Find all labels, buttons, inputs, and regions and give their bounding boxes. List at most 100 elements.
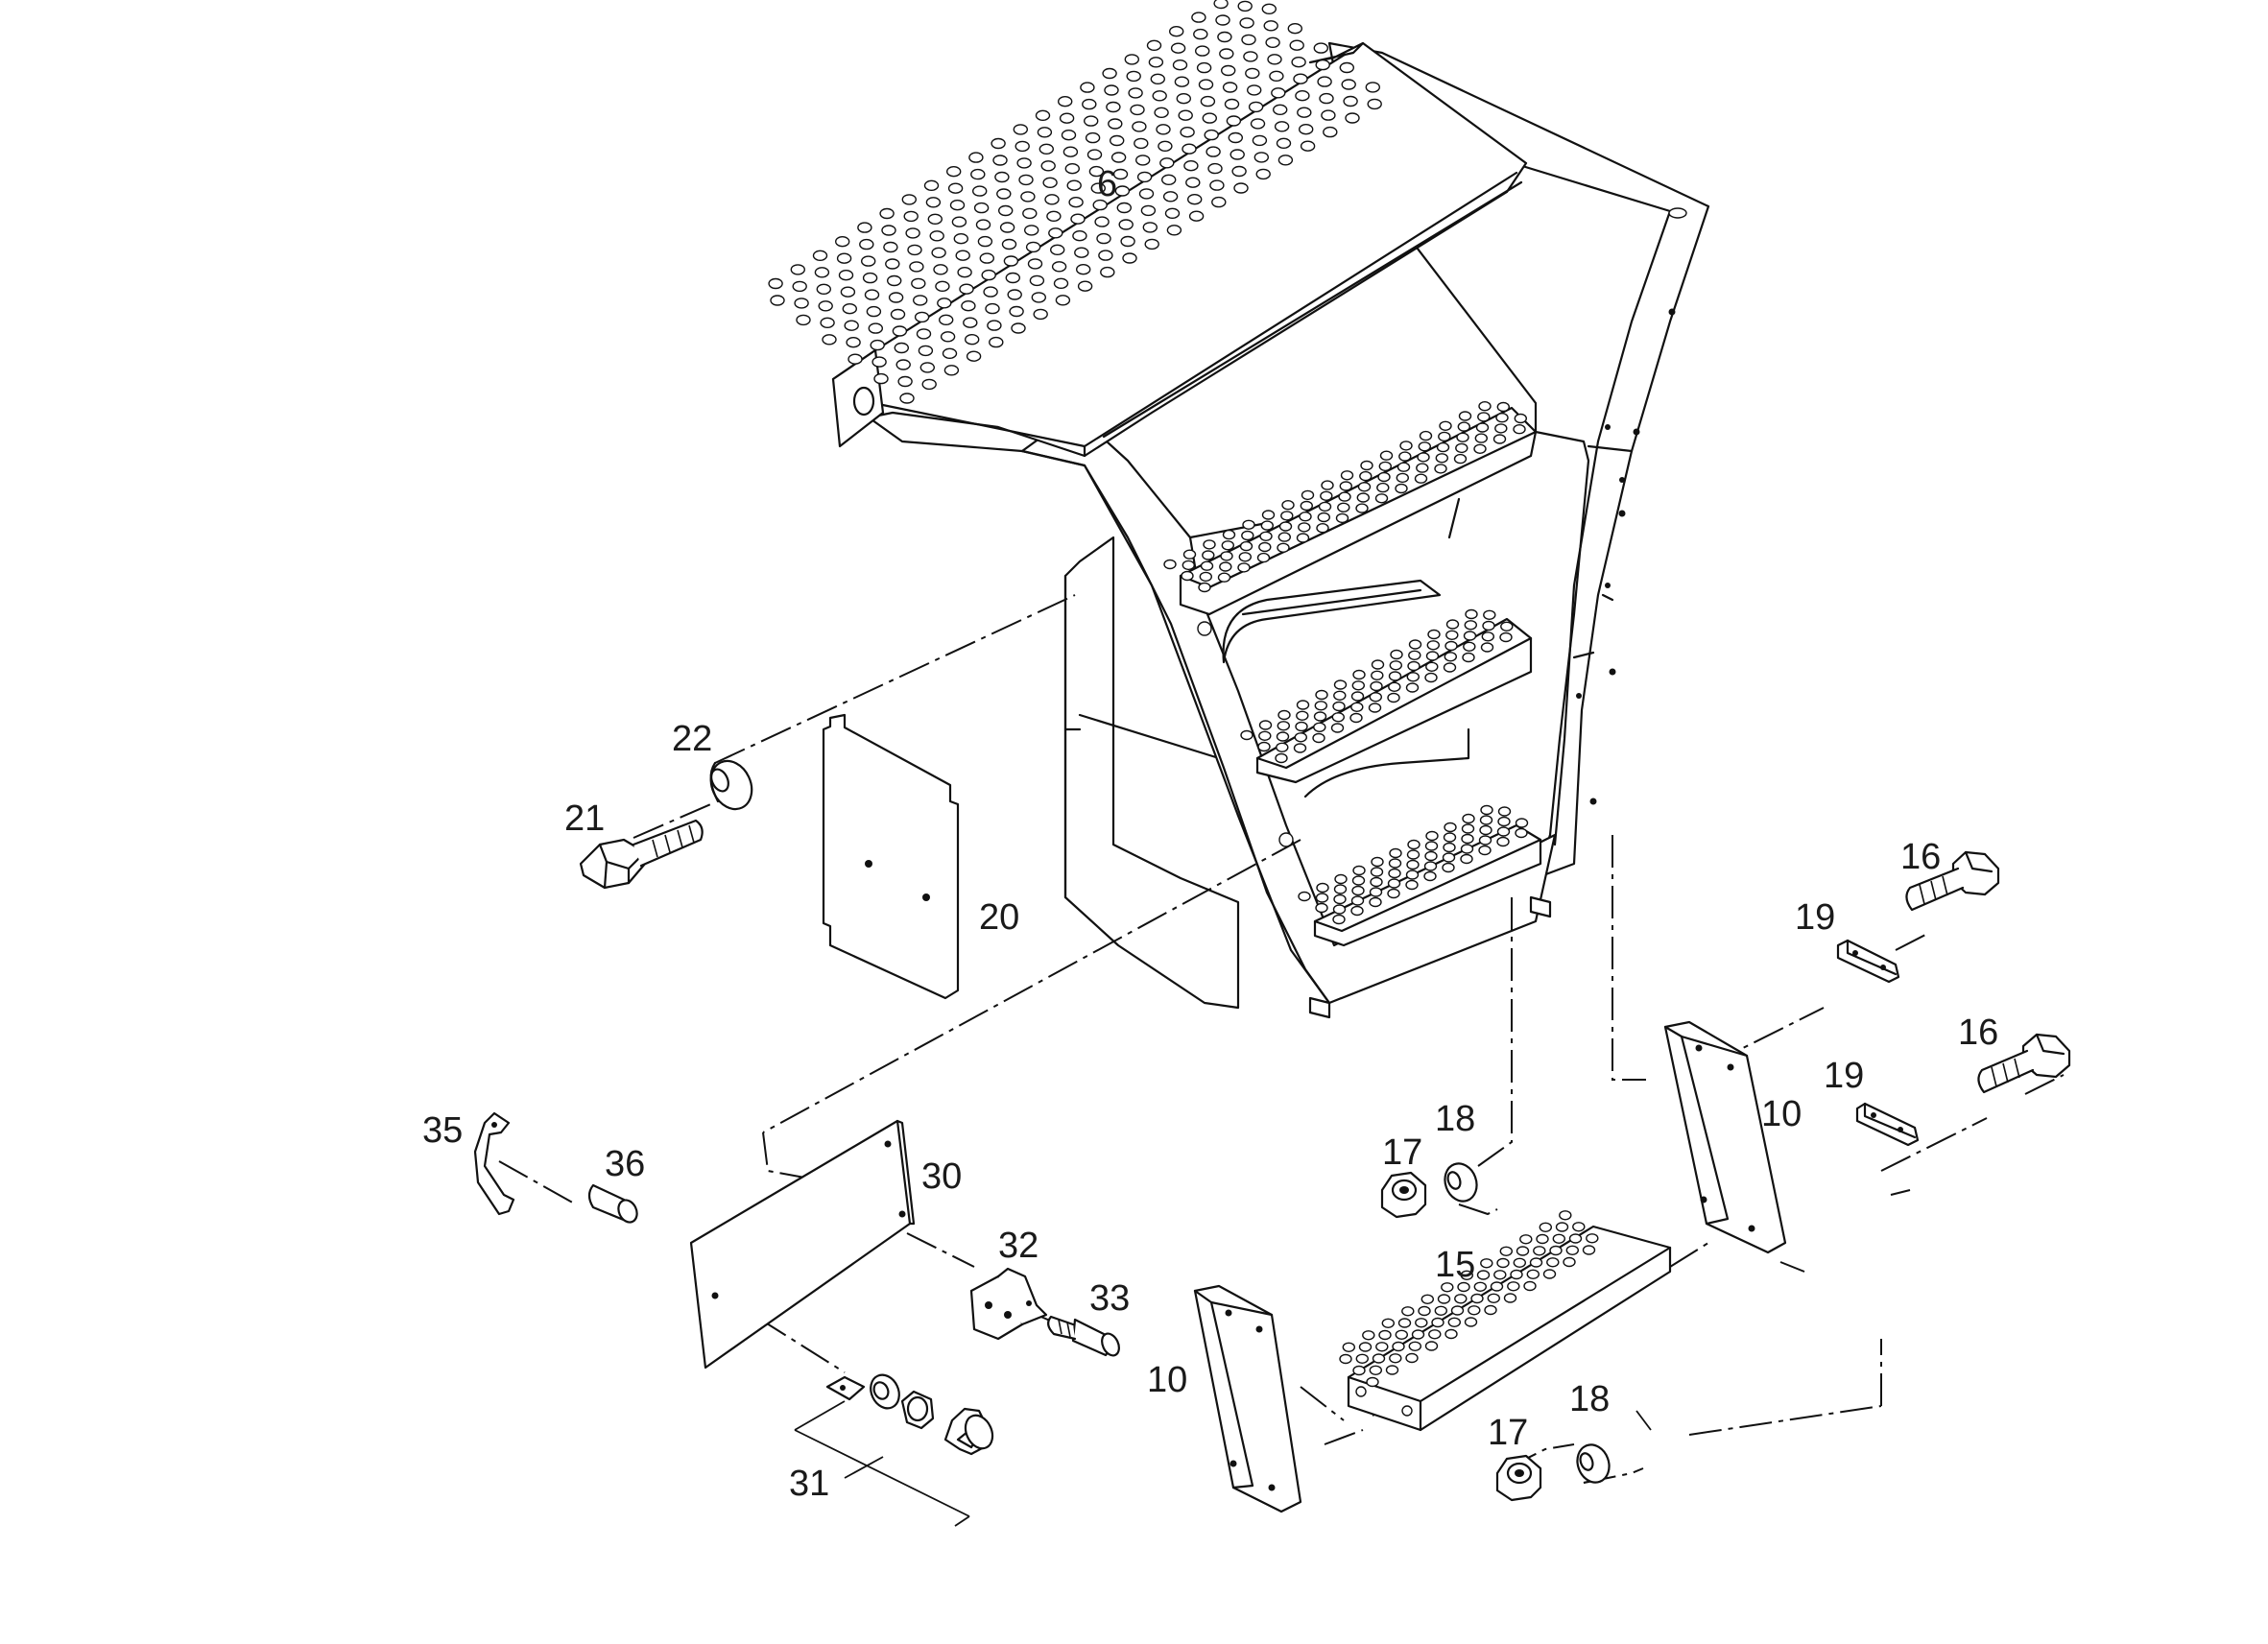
perforation-hole	[1463, 641, 1476, 652]
perforation-hole	[1356, 492, 1371, 503]
perforation-hole	[916, 328, 932, 340]
perforation-hole	[1332, 914, 1346, 925]
perforation-hole	[983, 286, 998, 298]
perforation-hole	[1439, 420, 1452, 431]
perforation-hole	[1499, 1246, 1514, 1257]
perforation-hole	[1037, 127, 1053, 138]
perforation-hole	[1355, 503, 1369, 513]
perforation-hole	[1219, 48, 1234, 60]
perforation-hole	[1345, 112, 1360, 124]
perforation-hole	[1377, 471, 1391, 483]
perforation-hole	[1370, 680, 1383, 692]
perforation-hole	[1222, 529, 1236, 540]
plate-10-right	[1663, 1020, 1787, 1254]
perforation-hole	[1389, 660, 1403, 671]
perforation-hole	[961, 300, 976, 312]
perforation-hole	[1242, 519, 1255, 530]
perforation-hole	[1408, 639, 1422, 650]
perforation-hole	[1277, 532, 1292, 542]
perforation-hole	[1397, 1318, 1412, 1328]
perforation-hole	[1011, 322, 1026, 334]
perforation-hole	[1456, 432, 1469, 442]
perforation-hole	[1186, 193, 1203, 205]
perforation-hole	[1299, 512, 1312, 522]
perforation-hole	[1207, 162, 1223, 175]
perforation-hole	[862, 272, 878, 284]
perforation-hole	[1134, 137, 1149, 150]
callout-leaders	[794, 1400, 1652, 1527]
perforation-hole	[1294, 732, 1308, 743]
perforation-hole	[1188, 210, 1205, 222]
strip-19-upper	[1836, 939, 1900, 984]
perforation-hole	[1337, 502, 1350, 512]
perforation-hole	[965, 334, 980, 345]
perforation-hole	[1496, 826, 1511, 837]
perforation-hole	[1464, 1317, 1478, 1327]
perforation-hole	[959, 283, 974, 295]
perforation-hole	[1200, 95, 1216, 107]
perforation-hole	[1411, 1329, 1425, 1340]
perforation-hole	[1351, 875, 1366, 886]
perforation-hole	[1378, 1329, 1392, 1341]
perforation-hole	[1318, 501, 1332, 512]
perforation-hole	[1152, 90, 1167, 102]
perforation-hole	[1144, 238, 1159, 250]
perforation-hole	[973, 202, 990, 214]
perforation-hole	[1025, 241, 1041, 253]
perforation-hole	[935, 280, 950, 292]
perforation-hole	[1319, 92, 1334, 105]
bolt-21	[579, 819, 704, 890]
perforation-hole	[899, 393, 915, 404]
perforation-hole	[1258, 730, 1272, 741]
perforation-hole	[1298, 123, 1314, 135]
perforation-hole	[1316, 523, 1329, 534]
perforation-hole	[991, 137, 1006, 150]
perforation-hole	[1563, 1256, 1576, 1268]
perforation-hole	[1465, 608, 1478, 620]
perforation-hole	[1395, 1329, 1409, 1341]
perforation-hole	[1040, 160, 1056, 172]
perforation-hole	[1398, 451, 1412, 462]
perforation-hole	[1333, 690, 1347, 701]
perforation-hole	[1371, 856, 1384, 868]
perforation-hole	[1497, 816, 1511, 827]
perforation-hole	[836, 252, 852, 264]
perforation-hole	[1194, 45, 1210, 57]
perforation-hole	[1321, 480, 1334, 490]
perforation-hole	[1033, 308, 1048, 321]
perforation-hole	[1333, 679, 1348, 690]
perforation-hole	[1278, 521, 1293, 532]
perforation-hole	[814, 267, 830, 278]
perforation-hole	[1481, 631, 1495, 642]
perforation-hole	[1499, 631, 1513, 643]
perforation-hole	[1174, 76, 1190, 87]
perforation-hole	[1134, 155, 1151, 166]
perforation-hole	[1228, 131, 1244, 144]
perforation-hole	[1515, 827, 1528, 839]
perforation-hole	[1323, 126, 1338, 138]
perforation-hole	[866, 305, 882, 318]
perforation-hole	[822, 334, 837, 345]
perforation-hole	[1233, 182, 1249, 194]
perforation-hole	[1367, 98, 1382, 110]
perforation-hole	[1387, 692, 1400, 703]
perforation-hole	[894, 342, 909, 354]
perforation-hole	[1243, 51, 1258, 62]
perforation-hole	[1493, 1270, 1507, 1280]
perforation-hole	[1020, 191, 1036, 203]
perforation-hole	[1479, 824, 1492, 836]
perforation-hole	[1090, 182, 1107, 194]
perforation-hole	[1031, 292, 1047, 303]
perforation-hole	[1136, 171, 1153, 183]
perforation-hole	[846, 337, 861, 348]
perforation-hole	[1351, 885, 1365, 896]
perforation-hole	[1434, 464, 1447, 474]
perforation-hole	[1362, 1330, 1375, 1341]
perforation-hole	[1108, 118, 1123, 130]
perforation-hole	[1333, 893, 1347, 905]
perforation-hole	[1313, 711, 1327, 722]
perforation-hole	[1128, 87, 1143, 99]
perforation-hole	[1180, 126, 1195, 138]
perforation-hole	[1163, 559, 1177, 570]
perforation-hole	[1051, 261, 1067, 273]
